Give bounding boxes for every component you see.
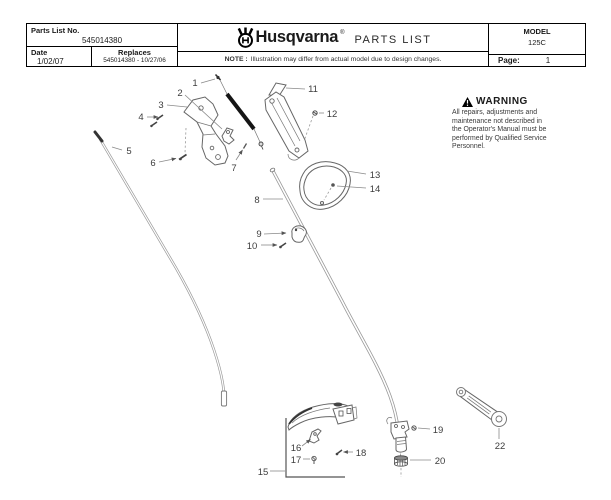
part-shield-screw <box>311 455 317 464</box>
page-cell: Page: 1 <box>489 54 585 66</box>
parts-list-no-value: 545014380 <box>81 36 123 45</box>
warning-box: WARNING All repairs, adjustments and mai… <box>452 96 578 152</box>
callout-7: 7 <box>231 163 236 174</box>
callout-3: 3 <box>158 100 163 111</box>
replaces-label: Replaces <box>118 48 151 57</box>
callout-6: 6 <box>150 158 155 169</box>
replaces-value: 545014380 - 10/27/06 <box>103 57 166 64</box>
callout-20: 20 <box>435 456 446 467</box>
model-value: 125C <box>528 38 546 47</box>
callout-14: 14 <box>370 184 381 195</box>
model-label: MODEL <box>523 27 551 36</box>
callout-10: 10 <box>247 241 258 252</box>
date-cell: Date 1/02/07 <box>27 47 92 66</box>
callout-9: 9 <box>256 229 261 240</box>
husqvarna-crown-icon <box>237 27 253 48</box>
callout-1: 1 <box>192 78 197 89</box>
part-line-cutter <box>308 428 322 444</box>
header-right-block: MODEL 125C Page: 1 <box>489 24 585 66</box>
note-label: NOTE : <box>224 55 248 63</box>
replaces-cell: Replaces 545014380 - 10/27/06 <box>92 47 177 66</box>
parts-list-no-label: Parts List No. <box>31 26 80 35</box>
note-text: Illustration may differ from actual mode… <box>250 55 442 63</box>
callout-15: 15 <box>258 467 269 478</box>
part-loop-handle <box>299 161 351 210</box>
callout-2: 2 <box>177 88 182 99</box>
callout-12: 12 <box>327 109 338 120</box>
part-connecting-rod <box>456 387 507 427</box>
callout-8: 8 <box>254 195 259 206</box>
page-label: Page: <box>498 56 520 65</box>
note-row: NOTE : Illustration may differ from actu… <box>178 51 488 66</box>
model-cell: MODEL 125C <box>489 24 585 54</box>
group-bracket-shield <box>285 418 345 478</box>
warning-text: All repairs, adjustments and maintenance… <box>452 109 547 151</box>
registered-mark: ® <box>340 30 345 36</box>
header-center-block: Husqvarna ® PARTS LIST NOTE : Illustrati… <box>178 24 489 66</box>
header-left-block: Parts List No. 545014380 Date 1/02/07 Re… <box>27 24 178 66</box>
part-housing-screw <box>303 110 318 142</box>
warning-triangle-icon <box>462 96 473 107</box>
callout-5: 5 <box>126 146 131 157</box>
part-throttle-cable <box>93 130 228 407</box>
part-shield-screw-2 <box>335 449 343 456</box>
callout-17: 17 <box>291 455 302 466</box>
callout-22: 22 <box>495 441 506 452</box>
callout-labels: 1 2 3 4 5 6 7 8 9 10 11 12 13 14 15 16 1… <box>126 78 505 478</box>
date-value: 1/02/07 <box>37 57 64 66</box>
husqvarna-logo: Husqvarna ® <box>235 27 345 48</box>
callout-19: 19 <box>433 425 444 436</box>
part-shaft-tube <box>269 167 400 430</box>
warning-title: WARNING <box>476 96 528 107</box>
part-bump-knob <box>394 455 408 477</box>
callout-18: 18 <box>356 448 367 459</box>
part-handle-bolt <box>178 127 187 161</box>
date-label: Date <box>31 48 48 57</box>
callout-16: 16 <box>291 443 302 454</box>
brand-name: Husqvarna <box>255 28 339 46</box>
callout-13: 13 <box>370 170 381 181</box>
page-number: 1 <box>545 56 551 65</box>
part-throttle-housing <box>264 82 309 161</box>
part-trigger-pin <box>242 143 248 149</box>
part-throttle-trigger <box>221 127 235 145</box>
part-shaft-clamp <box>386 417 417 440</box>
part-debris-shield <box>287 402 358 431</box>
part-handle-clamp <box>291 225 307 243</box>
callout-leaders <box>111 78 500 472</box>
callout-11: 11 <box>308 84 318 95</box>
page-title: PARTS LIST <box>354 33 432 46</box>
part-shaft-output-end <box>395 436 408 457</box>
part-clamp-screw <box>279 242 287 249</box>
part-throttle-wire <box>214 73 264 150</box>
part-rear-handle <box>183 96 229 166</box>
header-table: Parts List No. 545014380 Date 1/02/07 Re… <box>26 23 586 67</box>
callout-4: 4 <box>138 112 143 123</box>
parts-list-no-cell: Parts List No. 545014380 <box>27 24 177 47</box>
